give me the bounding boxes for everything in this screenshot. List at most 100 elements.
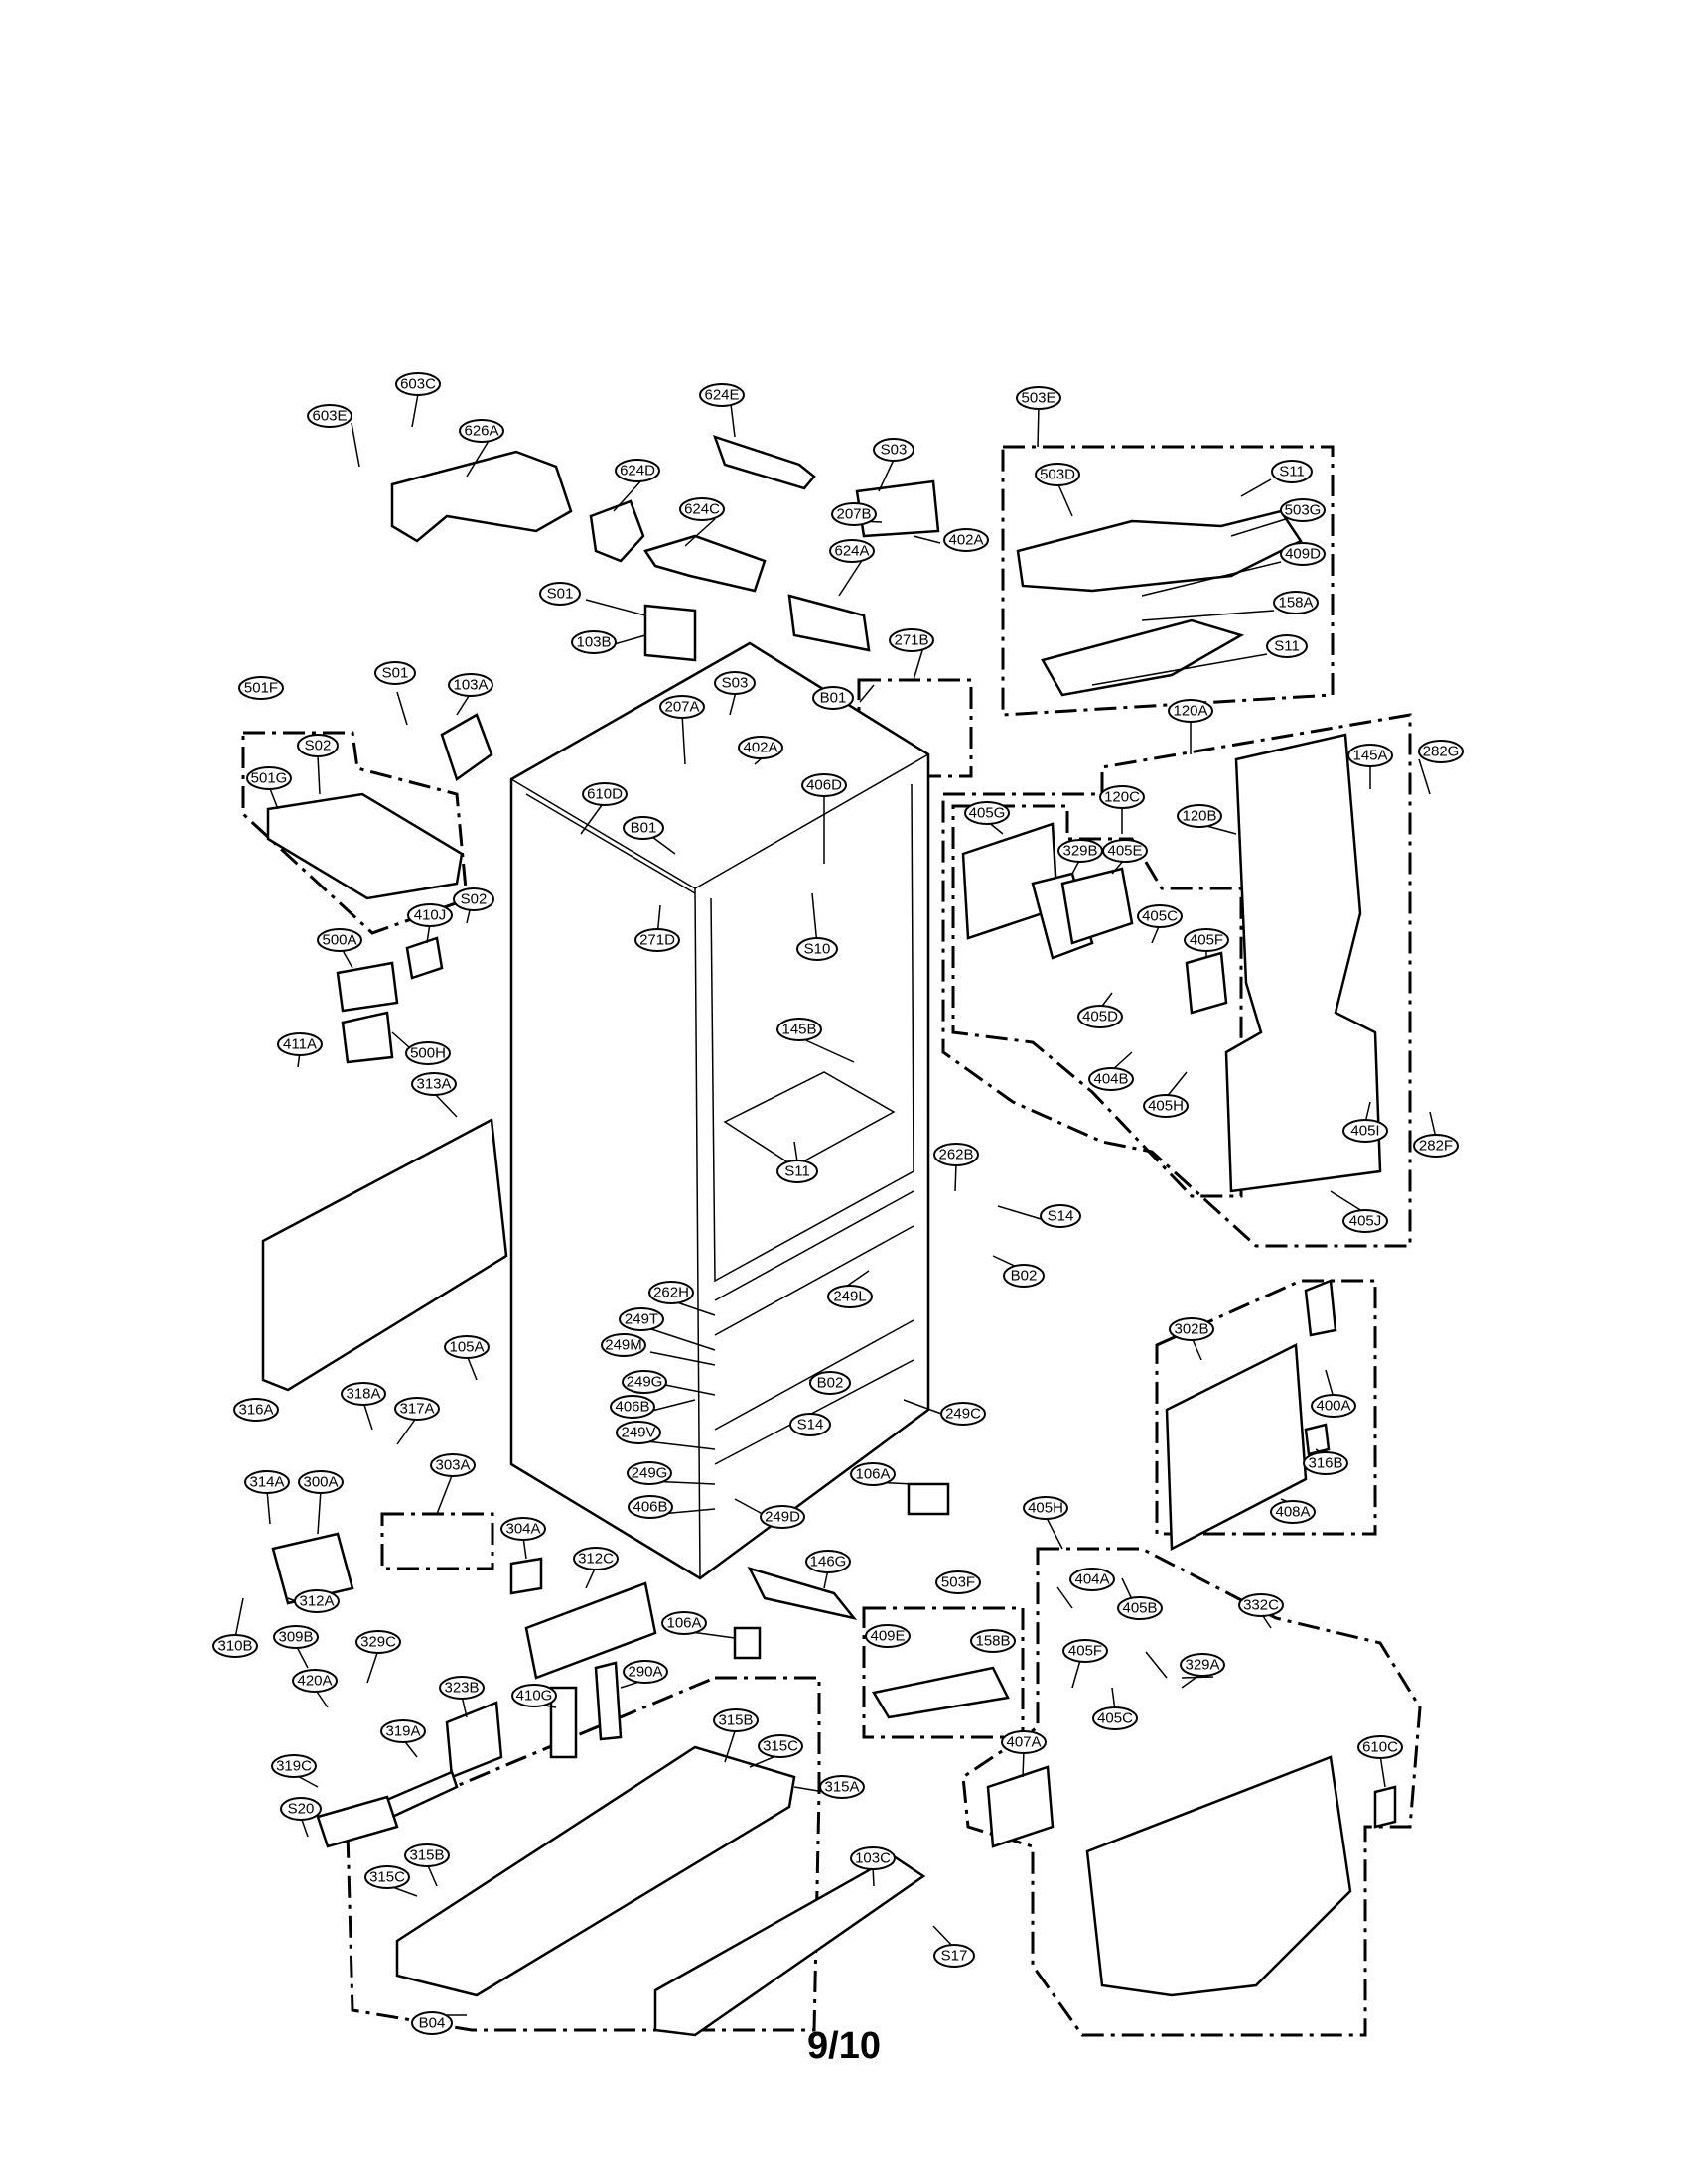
svg-text:624A: 624A	[834, 543, 869, 560]
svg-text:315C: 315C	[763, 1738, 798, 1755]
svg-text:S20: S20	[288, 1801, 315, 1818]
tag-402A-mid: 402A	[738, 736, 783, 759]
svg-text:406B: 406B	[615, 1399, 649, 1416]
svg-text:282G: 282G	[1423, 744, 1460, 760]
svg-text:323B: 323B	[444, 1680, 479, 1697]
svg-text:503F: 503F	[941, 1574, 975, 1591]
svg-text:S14: S14	[797, 1417, 824, 1433]
svg-text:271B: 271B	[894, 632, 928, 649]
tag-120A: 120A	[1168, 699, 1213, 723]
svg-text:314A: 314A	[249, 1474, 284, 1491]
svg-text:103C: 103C	[855, 1850, 891, 1867]
svg-text:400A: 400A	[1316, 1398, 1350, 1415]
tag-S20: S20	[280, 1797, 322, 1821]
tag-624C: 624C	[679, 497, 725, 521]
tag-406B-upper: 406B	[610, 1395, 655, 1419]
tag-106A-lower: 106A	[661, 1611, 707, 1635]
svg-text:329C: 329C	[360, 1634, 396, 1651]
svg-text:249V: 249V	[621, 1425, 655, 1441]
svg-text:404B: 404B	[1093, 1071, 1128, 1088]
svg-text:407A: 407A	[1006, 1734, 1041, 1751]
part-323B	[445, 1701, 503, 1779]
svg-text:329A: 329A	[1185, 1657, 1219, 1674]
part-610C	[1373, 1785, 1397, 1829]
part-312C	[524, 1581, 657, 1680]
svg-text:503D: 503D	[1040, 467, 1075, 483]
svg-text:405F: 405F	[1190, 932, 1223, 949]
svg-text:410G: 410G	[516, 1688, 553, 1705]
part-106A-upper	[907, 1482, 950, 1516]
svg-text:310B: 310B	[217, 1638, 252, 1655]
page-number: 9/10	[807, 2025, 881, 2067]
svg-text:406D: 406D	[806, 777, 842, 794]
tag-323B: 323B	[439, 1676, 485, 1700]
group-outlines	[241, 445, 1422, 2037]
refrigerator-cabinet	[509, 641, 930, 1580]
tag-S03-top: S03	[873, 438, 914, 462]
part-313A	[261, 1118, 508, 1392]
tag-249M: 249M	[601, 1333, 646, 1357]
tag-317A: 317A	[394, 1397, 440, 1421]
tag-314A: 314A	[244, 1470, 290, 1494]
svg-text:317A: 317A	[399, 1401, 434, 1418]
svg-text:405H: 405H	[1028, 1500, 1063, 1517]
tag-103C: 103C	[850, 1846, 896, 1870]
tag-103A: 103A	[448, 673, 493, 697]
group-501F	[241, 731, 469, 935]
svg-text:404A: 404A	[1074, 1571, 1109, 1588]
svg-text:207A: 207A	[664, 699, 699, 716]
tag-302B: 302B	[1169, 1317, 1214, 1341]
tag-408A: 408A	[1270, 1500, 1316, 1524]
svg-text:315B: 315B	[409, 1847, 444, 1864]
tag-624E: 624E	[699, 383, 745, 407]
tag-402A-top: 402A	[943, 528, 989, 552]
tag-405J: 405J	[1342, 1209, 1388, 1233]
part-158B	[872, 1666, 1010, 1719]
svg-text:624D: 624D	[620, 463, 655, 479]
tag-406D: 406D	[801, 773, 847, 797]
tag-405E: 405E	[1102, 839, 1148, 863]
svg-text:405J: 405J	[1349, 1213, 1382, 1230]
tag-405C-lower: 405C	[1092, 1706, 1138, 1730]
tag-316B: 316B	[1303, 1451, 1348, 1475]
tag-407A: 407A	[1001, 1730, 1047, 1754]
tag-329C: 329C	[355, 1630, 401, 1654]
svg-text:316A: 316A	[238, 1402, 273, 1419]
part-624A	[787, 594, 871, 652]
tag-S11-top: S11	[1271, 460, 1313, 483]
svg-text:S17: S17	[941, 1948, 968, 1965]
tag-405F-lower: 405F	[1062, 1639, 1108, 1663]
tag-B01-right: B01	[812, 686, 854, 710]
tag-409D: 409D	[1280, 542, 1326, 566]
svg-text:249T: 249T	[625, 1311, 658, 1328]
svg-text:405F: 405F	[1068, 1643, 1102, 1660]
svg-text:315A: 315A	[824, 1779, 859, 1796]
svg-text:120C: 120C	[1104, 789, 1140, 806]
group-332C	[961, 1547, 1422, 2037]
part-410G	[549, 1686, 578, 1759]
tag-503E: 503E	[1016, 386, 1061, 410]
svg-text:315C: 315C	[369, 1869, 405, 1886]
svg-text:500H: 500H	[410, 1045, 446, 1062]
part-407A	[986, 1765, 1055, 1848]
part-624D	[589, 499, 645, 563]
svg-text:300A: 300A	[303, 1474, 338, 1491]
part-626A	[390, 450, 573, 543]
svg-text:158A: 158A	[1278, 595, 1313, 612]
svg-text:405C: 405C	[1097, 1710, 1133, 1727]
tag-262H: 262H	[648, 1281, 694, 1304]
tag-603C: 603C	[395, 372, 441, 396]
svg-text:158B: 158B	[975, 1633, 1010, 1650]
tag-410G: 410G	[511, 1684, 557, 1707]
tag-309B: 309B	[273, 1625, 319, 1649]
svg-text:315B: 315B	[718, 1712, 753, 1729]
svg-text:B04: B04	[419, 2015, 446, 2032]
svg-text:S11: S11	[784, 1163, 810, 1180]
part-501G-tray	[266, 792, 464, 900]
svg-text:249M: 249M	[605, 1337, 642, 1354]
tag-500H: 500H	[405, 1041, 451, 1065]
svg-text:249G: 249G	[627, 1374, 663, 1391]
tag-282F: 282F	[1413, 1134, 1459, 1158]
svg-text:B01: B01	[820, 690, 847, 707]
